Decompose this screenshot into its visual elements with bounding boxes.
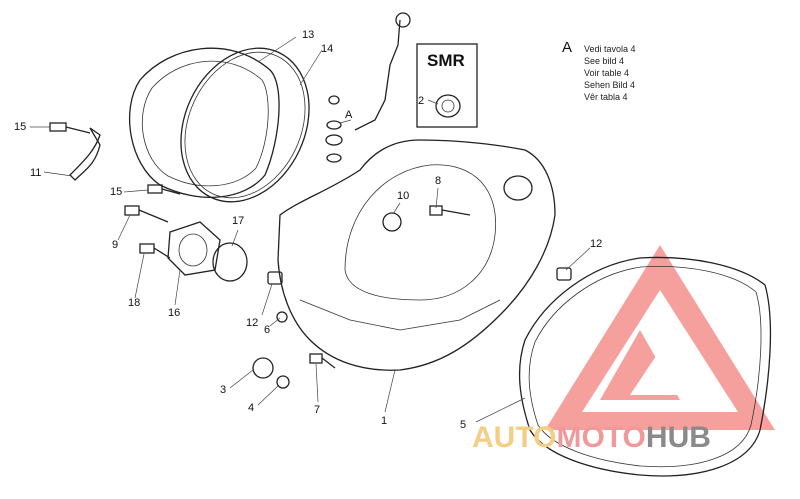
callout-15-lower: 15	[110, 186, 122, 198]
callout-12-left: 12	[246, 317, 258, 329]
callout-3: 3	[220, 384, 226, 396]
seal-10-ring	[382, 212, 402, 232]
smr-seal	[435, 94, 461, 118]
leader-lines	[30, 36, 591, 423]
callout-11: 11	[30, 167, 41, 179]
smr-part-label: 2	[418, 95, 424, 107]
dowel-12-right	[556, 267, 572, 281]
callout-9: 9	[112, 239, 118, 251]
crankcase-cover-1	[277, 139, 556, 371]
callout-17: 17	[232, 215, 244, 227]
bolt-15-upper	[49, 122, 91, 134]
oil-boss	[503, 175, 533, 201]
bolt-18	[139, 243, 171, 259]
callout-18: 18	[128, 297, 140, 309]
callout-10: 10	[397, 190, 409, 202]
o-ring-17	[212, 242, 248, 282]
outer-gasket-5-inner	[528, 266, 762, 468]
banjo-stack	[325, 95, 343, 163]
smr-seal-inner	[441, 99, 455, 113]
callout-15-upper: 15	[14, 121, 26, 133]
legend-line-5: Vêr tabla 4	[584, 92, 628, 102]
crankcase-cover-1-inner	[344, 164, 497, 301]
washer-6	[276, 311, 288, 323]
watermark-text: AUTOMOTOHUB	[472, 421, 711, 454]
callout-6: 6	[264, 324, 270, 336]
oil-hose	[354, 19, 401, 131]
bolt-7	[309, 353, 336, 369]
bracket-11	[69, 127, 101, 181]
callout-4: 4	[248, 402, 254, 414]
clip-4	[276, 375, 290, 389]
bolt-9	[124, 205, 169, 223]
legend-line-4: Sehen Bild 4	[584, 80, 635, 90]
legend-line-2: See bild 4	[584, 56, 624, 66]
callout-1: 1	[381, 415, 387, 427]
smr-box	[416, 43, 478, 128]
flange-16-bore	[178, 233, 208, 267]
smr-title: SMR	[427, 51, 465, 70]
watermark-triangle	[545, 245, 775, 430]
outer-gasket-5	[518, 256, 772, 477]
cover-gasket-13	[128, 47, 280, 198]
callout-12-right: 12	[590, 238, 602, 250]
callout-16: 16	[168, 307, 180, 319]
o-ring-14-inner	[184, 51, 306, 199]
legend-line-3: Voir table 4	[584, 68, 629, 78]
callout-5: 5	[460, 419, 466, 431]
spacer-3	[252, 357, 274, 379]
watermark-auto: AUTO	[472, 421, 556, 454]
callout-A-hose: A	[345, 109, 353, 121]
dowel-12-left	[267, 271, 283, 285]
watermark-hub: HUB	[646, 421, 711, 454]
legend-key: A	[562, 39, 572, 56]
callout-14: 14	[321, 43, 333, 55]
flange-16	[167, 221, 221, 276]
watermark-moto: MOTO	[556, 421, 645, 454]
legend-line-1: Vedi tavola 4	[584, 44, 636, 54]
hose-fitting-top	[395, 12, 411, 28]
cover-gasket-13-inner	[141, 60, 269, 187]
bolt-15-lower	[147, 184, 181, 195]
callout-7: 7	[314, 404, 320, 416]
o-ring-14	[180, 47, 310, 203]
callout-13: 13	[302, 29, 314, 41]
callout-8: 8	[435, 175, 441, 187]
crankcase-cover-1-rib	[299, 299, 501, 331]
